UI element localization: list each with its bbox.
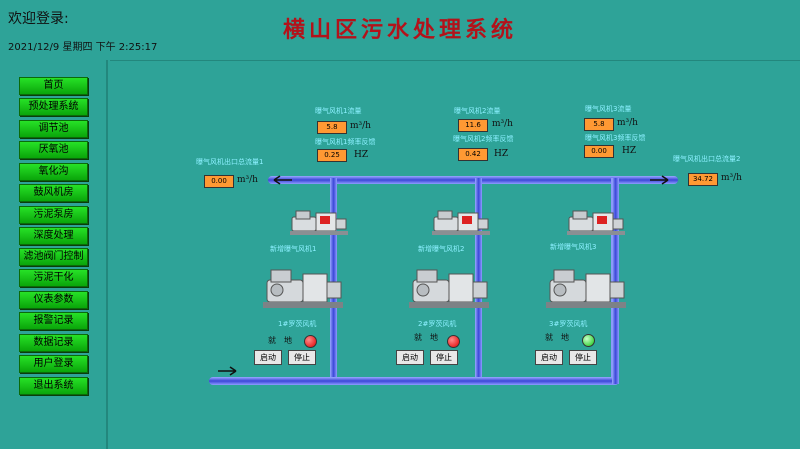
fan2-flow-unit: m³/h [492, 119, 513, 129]
fan2-freq-unit: HZ [494, 149, 509, 159]
fan2-local-label: 就 地 [414, 333, 438, 342]
fan1-start-button[interactable]: 启动 [254, 350, 282, 365]
arrow-left-icon [273, 175, 292, 185]
nav-sludge-drying[interactable]: 污泥干化 [19, 269, 88, 287]
bottom-pipe [209, 377, 619, 385]
pipe-branch-1 [330, 178, 337, 381]
nav-advanced-treatment[interactable]: 深度处理 [19, 227, 88, 245]
fan1-freq-unit: HZ [354, 150, 369, 160]
roots-blower-1-icon [263, 269, 343, 308]
fan1-flow-value: 5.8 [317, 121, 347, 134]
nav-alarm-records[interactable]: 报警记录 [19, 312, 88, 330]
fan3-start-button[interactable]: 启动 [535, 350, 563, 365]
fan3-status-lamp [582, 334, 595, 347]
nav-sludge-pump-room[interactable]: 污泥泵房 [19, 206, 88, 224]
fan2-flow-label: 曝气风机2流量 [454, 107, 501, 115]
fan1-freq-value: 0.25 [317, 149, 347, 162]
roots-blower-3-icon [546, 269, 626, 308]
nav-home[interactable]: 首页 [19, 77, 88, 95]
welcome-text: 欢迎登录: [8, 11, 69, 27]
fan2-stop-button[interactable]: 停止 [430, 350, 458, 365]
nav-user-login[interactable]: 用户登录 [19, 355, 88, 373]
page-title: 横山区污水处理系统 [282, 17, 517, 43]
fan2-start-button[interactable]: 启动 [396, 350, 424, 365]
outlet-total-2-unit: m³/h [721, 173, 742, 183]
datetime: 2021/12/9 星期四 下午 2:25:17 [8, 42, 158, 53]
nav-blower-room[interactable]: 鼓风机房 [19, 184, 88, 202]
aeration-fan-3-icon [567, 210, 625, 235]
nav-pretreatment[interactable]: 预处理系统 [19, 98, 88, 116]
fan3-freq-label: 曝气风机3频率反馈 [585, 134, 646, 142]
outlet-total-2-value: 34.72 [688, 173, 718, 186]
fan1-stop-button[interactable]: 停止 [288, 350, 316, 365]
outlet-total-2-label: 曝气风机出口总流量2 [673, 155, 741, 163]
outlet-total-1-label: 曝气风机出口总流量1 [196, 158, 264, 166]
arrow-right-icon [650, 175, 669, 185]
outlet-total-1-value: 0.00 [204, 175, 234, 188]
fan2-new-label: 新增曝气风机2 [418, 245, 465, 253]
divider [110, 60, 800, 61]
fan1-flow-label: 曝气风机1流量 [315, 107, 362, 115]
fan3-flow-unit: m³/h [617, 118, 638, 128]
fan3-new-label: 新增曝气风机3 [550, 243, 597, 251]
fan1-status-lamp [304, 335, 317, 348]
aeration-fan-2-icon [432, 210, 490, 235]
roots-blower-3-label: 3#罗茨风机 [549, 320, 588, 328]
fan3-freq-value: 0.00 [584, 145, 614, 158]
pipe-branch-2 [475, 178, 482, 381]
fan3-stop-button[interactable]: 停止 [569, 350, 597, 365]
fan1-flow-unit: m³/h [350, 121, 371, 131]
divider [106, 60, 108, 449]
fan3-freq-unit: HZ [622, 146, 637, 156]
roots-blower-1-label: 1#罗茨风机 [278, 320, 317, 328]
fan2-flow-value: 11.6 [458, 119, 488, 132]
nav-regulating-tank[interactable]: 调节池 [19, 120, 88, 138]
roots-blower-2-icon [409, 269, 489, 308]
fan3-flow-label: 曝气风机3流量 [585, 105, 632, 113]
nav-oxidation-ditch[interactable]: 氧化沟 [19, 163, 88, 181]
pipe-riser [612, 178, 619, 384]
fan2-status-lamp [447, 335, 460, 348]
nav-instrument-params[interactable]: 仪表参数 [19, 291, 88, 309]
fan1-new-label: 新增曝气风机1 [270, 245, 317, 253]
nav-anaerobic-tank[interactable]: 厌氧池 [19, 141, 88, 159]
main-air-pipe [268, 176, 678, 184]
fan3-flow-value: 5.8 [584, 118, 614, 131]
nav-filter-valve-control[interactable]: 滤池阀门控制 [19, 248, 88, 266]
fan1-freq-label: 曝气风机1频率反馈 [315, 138, 376, 146]
nav-exit-system[interactable]: 退出系统 [19, 377, 88, 395]
fan1-local-label: 就 地 [268, 336, 292, 345]
fan2-freq-label: 曝气风机2频率反馈 [453, 135, 514, 143]
aeration-fan-1-icon [290, 210, 348, 235]
outlet-total-1-unit: m³/h [237, 175, 258, 185]
fan3-local-label: 就 地 [545, 333, 569, 342]
fan2-freq-value: 0.42 [458, 148, 488, 161]
nav-data-records[interactable]: 数据记录 [19, 334, 88, 352]
roots-blower-2-label: 2#罗茨风机 [418, 320, 457, 328]
arrow-right-icon [218, 366, 237, 376]
